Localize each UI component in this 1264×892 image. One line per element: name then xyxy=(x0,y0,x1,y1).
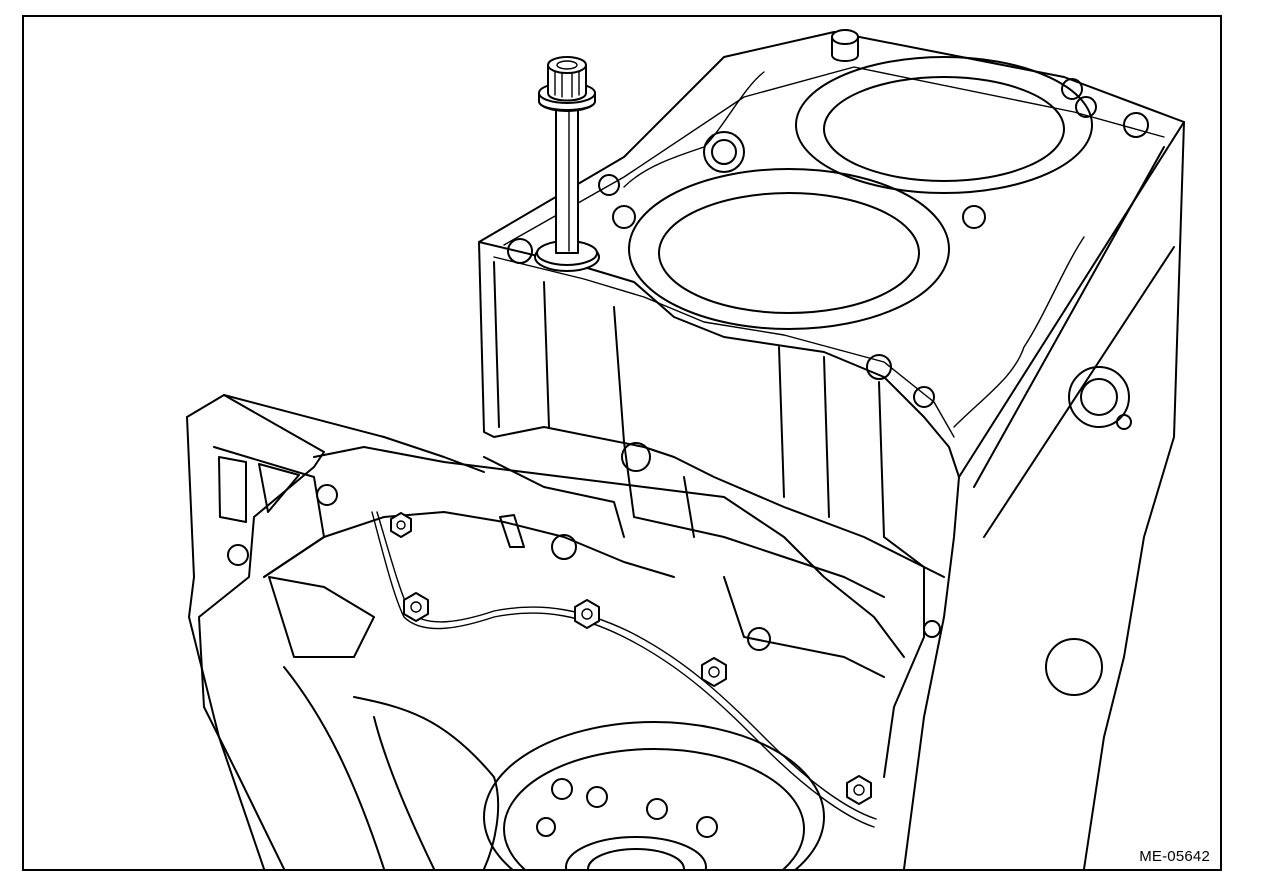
flange-bolt xyxy=(574,599,600,629)
flange-bolt xyxy=(701,657,727,687)
block-deck xyxy=(493,29,1165,438)
crankshaft-pulley xyxy=(483,721,825,869)
oil-pan-flange xyxy=(263,446,905,869)
figure-id-label: ME-05642 xyxy=(1139,848,1210,865)
flange-bolts xyxy=(390,512,872,805)
figure-frame: ME-05642 xyxy=(22,15,1222,871)
cylinder-head-bolt xyxy=(534,56,600,272)
flange-bolt xyxy=(403,592,429,622)
flange-bolt xyxy=(390,512,412,538)
flange-bolt xyxy=(846,775,872,805)
engine-block-illustration xyxy=(186,29,1185,869)
crankcase-end-panel xyxy=(186,394,771,869)
cylinder-block xyxy=(478,31,1185,869)
